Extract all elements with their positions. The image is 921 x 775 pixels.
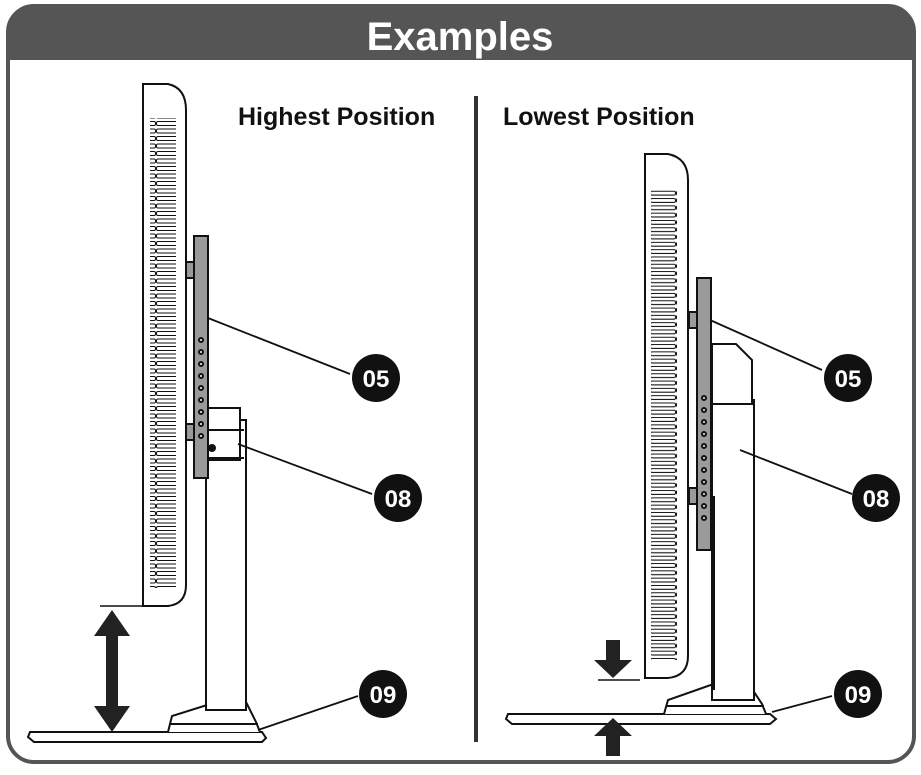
callout-09-right-label: 09 — [845, 682, 872, 709]
panel-heading-highest: Highest Position — [238, 103, 435, 131]
callout-05-left-label: 05 — [363, 366, 390, 393]
callout-05-right: 05 — [824, 354, 872, 402]
callout-05-left: 05 — [352, 354, 400, 402]
panel-heading-lowest: Lowest Position — [503, 103, 695, 131]
callout-08-right-label: 08 — [863, 486, 890, 513]
callout-08-left-label: 08 — [385, 486, 412, 513]
callout-08-left: 08 — [374, 474, 422, 522]
mount-bracket-left — [185, 235, 216, 479]
callout-09-left-label: 09 — [370, 682, 397, 709]
callout-09-right: 09 — [834, 670, 882, 718]
header-band — [8, 6, 914, 60]
monitor-right — [644, 153, 689, 679]
stand-neck-right — [711, 343, 755, 701]
leader-lines-right — [709, 319, 853, 713]
down-arrow-icon — [594, 640, 632, 678]
callout-08-right: 08 — [852, 474, 900, 522]
leader-lines-left — [207, 317, 373, 731]
callout-09-left: 09 — [359, 670, 407, 718]
frame-border — [6, 4, 916, 764]
monitor-left — [142, 83, 187, 607]
stand-base-left — [26, 692, 268, 743]
callout-05-right-label: 05 — [835, 366, 862, 393]
right-illustration — [504, 153, 778, 725]
header-title: Examples — [367, 15, 554, 59]
double-arrow-icon — [94, 610, 130, 732]
up-arrow-icon — [594, 718, 632, 756]
mount-bracket-right — [688, 277, 712, 551]
left-illustration — [26, 83, 268, 743]
stand-neck-left — [205, 407, 247, 711]
